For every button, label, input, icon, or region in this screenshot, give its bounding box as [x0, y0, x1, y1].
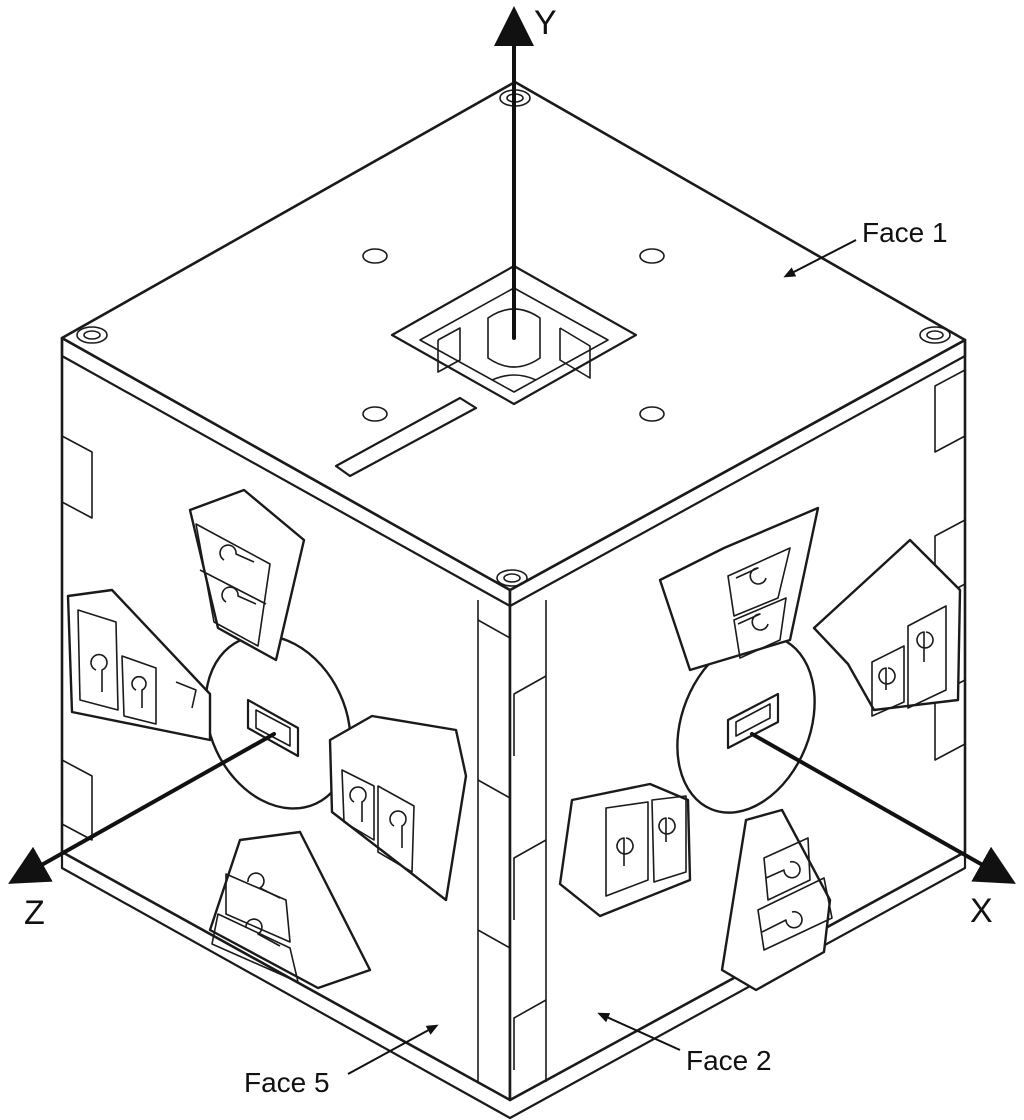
face-5-details: [61, 435, 511, 1010]
x-axis-label: X: [970, 892, 993, 930]
face-5-block-top: [188, 488, 306, 662]
top-corner-holes: [76, 89, 951, 587]
axes: Y Z X: [8, 4, 1016, 932]
face-2-label: Face 2: [686, 1045, 772, 1076]
y-axis-label: Y: [534, 4, 557, 42]
top-center-opening: [390, 264, 638, 406]
face-2-block-left: [558, 782, 692, 918]
face-1-label: Face 1: [862, 217, 948, 248]
z-axis-arrow: [8, 732, 276, 884]
face-2-block-bottom: [720, 808, 833, 992]
top-slot: [334, 396, 478, 478]
x-axis-arrow: [750, 732, 1016, 884]
face-5-label: Face 5: [244, 1067, 330, 1098]
face-5-block-left: [66, 588, 212, 742]
face-5-block-right: [328, 714, 468, 902]
face-2-block-right: [812, 538, 962, 717]
z-axis-label: Z: [24, 894, 45, 932]
top-mounting-holes: [362, 248, 665, 422]
face-2-details: [513, 369, 966, 1070]
face-2-block-top: [658, 506, 820, 672]
face-5-block-bottom: [208, 830, 372, 990]
face-labels: Face 1 Face 2 Face 5: [244, 217, 948, 1098]
